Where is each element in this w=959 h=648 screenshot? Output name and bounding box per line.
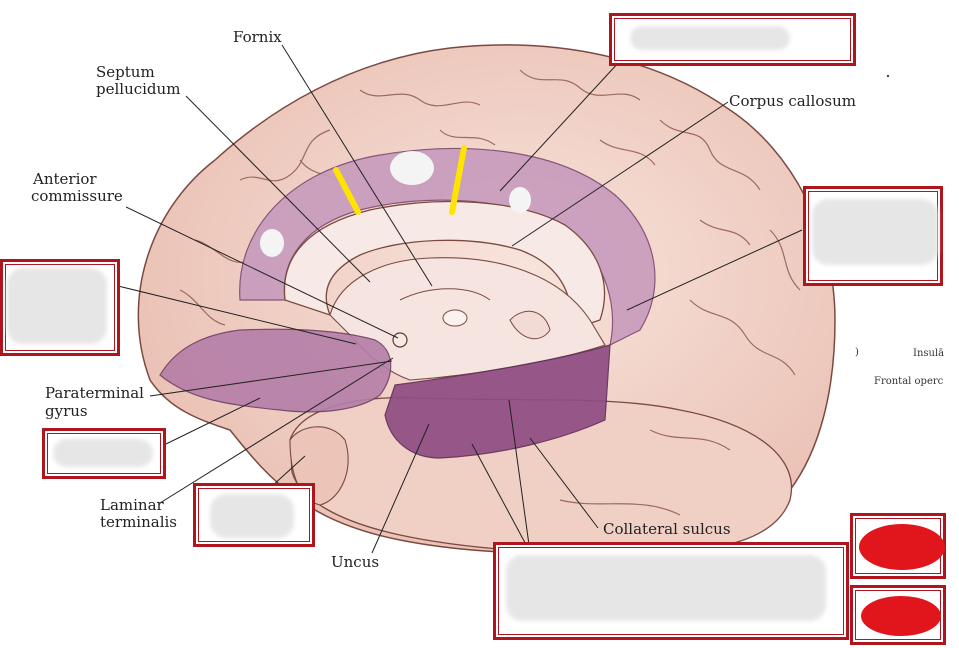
answer-box-laminar[interactable] xyxy=(193,483,315,547)
answer-box-paraterminal[interactable] xyxy=(42,428,166,479)
label-laminar-2: terminalis xyxy=(100,513,177,531)
label-frontal-partial: Frontal operc xyxy=(874,376,944,387)
label-septum-1: Septum xyxy=(96,63,155,81)
label-corpus-callosum: Corpus callosum xyxy=(729,92,856,110)
cingulate-gyrus xyxy=(239,147,656,347)
leader-lines xyxy=(117,44,803,554)
label-anterior-1: Anterior xyxy=(33,170,97,188)
label-fornix: Fornix xyxy=(233,28,282,46)
sulci-lines xyxy=(179,69,801,516)
answer-box-right[interactable] xyxy=(803,186,943,286)
answer-box-red-1[interactable] xyxy=(850,513,946,579)
answer-box-red-2[interactable] xyxy=(850,585,946,645)
redacted-text xyxy=(53,439,153,467)
redacted-text xyxy=(630,26,790,50)
label-insula-partial: Insulā xyxy=(913,348,945,359)
label-uncus: Uncus xyxy=(331,553,380,571)
answer-box-top[interactable] xyxy=(609,13,856,66)
redacted-text xyxy=(812,199,938,265)
label-paren: ) xyxy=(855,347,859,358)
redacted-text xyxy=(7,268,107,344)
redacted-text xyxy=(506,555,826,621)
thalamus-region xyxy=(329,257,606,381)
label-anterior-2: commissure xyxy=(31,187,123,205)
label-septum-2: pellucidum xyxy=(96,80,181,98)
red-marker xyxy=(859,524,945,570)
label-paraterminal-2: gyrus xyxy=(45,402,88,420)
parahippocampal-gyrus xyxy=(384,344,611,459)
answer-box-bottom[interactable] xyxy=(493,542,849,640)
corpus-callosum xyxy=(283,200,606,331)
red-marker xyxy=(861,596,941,636)
answer-box-left[interactable] xyxy=(0,259,120,356)
label-paraterminal-1: Paraterminal xyxy=(45,384,144,402)
subcallosal-area xyxy=(159,328,392,413)
label-laminar-1: Laminar xyxy=(100,496,164,514)
label-collateral-sulcus: Collateral sulcus xyxy=(603,520,731,538)
redacted-text xyxy=(210,494,294,538)
